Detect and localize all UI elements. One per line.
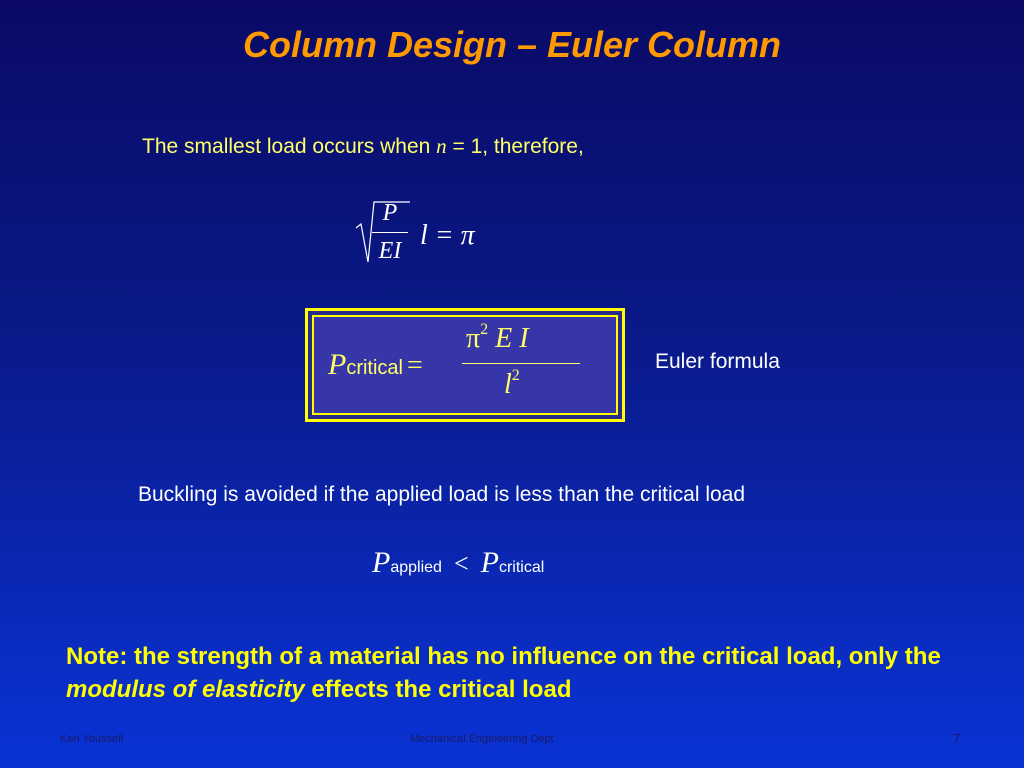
euler-numerator: π2 E I [466,321,529,355]
euler-fraction-line [462,363,580,364]
euler-formula-inner [312,315,618,415]
intro-before: The smallest load occurs when [142,135,437,158]
note-part2: effects the critical load [304,676,572,703]
euler-pi-exp: 2 [480,321,489,338]
sqrt-symbol [355,201,410,263]
sqrt-rhs: l = π [420,220,475,251]
applied-symbol: P [372,546,391,579]
critical-subscript: critical [498,559,545,576]
note-emphasis: modulus of elasticity [66,676,305,703]
slide-title: Column Design – Euler Column [242,24,782,65]
euler-length: l [504,369,512,400]
euler-length-exp: 2 [511,367,520,384]
sqrt-fraction-line [372,232,408,233]
euler-lhs: Pcritical = [328,348,423,382]
footer-author: Ken Youssefi [60,733,124,745]
buckling-text: Buckling is avoided if the applied load … [138,483,746,506]
intro-text: The smallest load occurs when n = 1, the… [142,134,584,159]
intro-variable: n [436,134,447,158]
euler-formula-label: Euler formula [655,350,780,373]
euler-formula-box: Pcritical = π2 E I l2 [305,308,625,422]
sqrt-numerator: P [382,200,398,226]
intro-after: = 1, therefore, [446,135,584,158]
footer-department: Mechanical Engineering Dept [410,733,554,745]
euler-ei: E I [488,323,529,354]
euler-equals: = [407,350,423,381]
euler-denominator: l2 [504,367,520,401]
applied-subscript: applied [390,559,442,576]
euler-lhs-symbol: P [328,348,347,381]
equation-sqrt: P EI l = π [354,198,514,268]
less-than-operator: < [453,549,469,578]
euler-pi: π [466,323,481,354]
note-part1: Note: the strength of a material has no … [66,643,941,670]
footer-page-number: 7 [953,731,961,746]
sqrt-denominator: EI [378,238,402,264]
note-text: Note: the strength of a material has no … [66,640,946,706]
critical-symbol: P [480,546,499,579]
euler-lhs-subscript: critical [346,357,403,379]
load-inequality: Papplied < Pcritical [372,546,544,580]
